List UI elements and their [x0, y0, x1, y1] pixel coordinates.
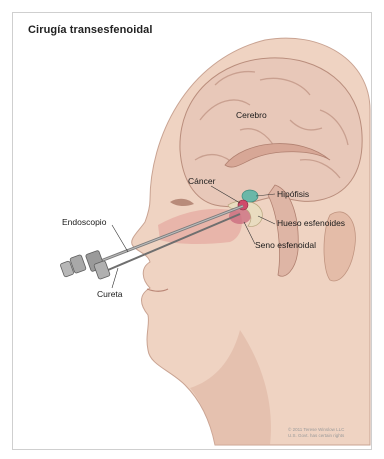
- copyright-line-1: © 2011 Terese Winslow LLC: [288, 427, 344, 433]
- copyright-notice: © 2011 Terese Winslow LLC U.S. Govt. has…: [288, 427, 344, 438]
- label-sphenoid-sinus: Seno esfenoidal: [255, 240, 316, 250]
- copyright-line-2: U.S. Govt. has certain rights: [288, 433, 344, 439]
- label-pituitary: Hipófisis: [277, 189, 309, 199]
- label-curette: Cureta: [97, 289, 123, 299]
- label-brain: Cerebro: [236, 110, 267, 120]
- label-endoscope: Endoscopio: [62, 217, 106, 227]
- label-cancer: Cáncer: [188, 176, 215, 186]
- page-title: Cirugía transesfenoidal: [28, 24, 153, 36]
- label-sphenoid-bone: Hueso esfenoides: [277, 218, 345, 228]
